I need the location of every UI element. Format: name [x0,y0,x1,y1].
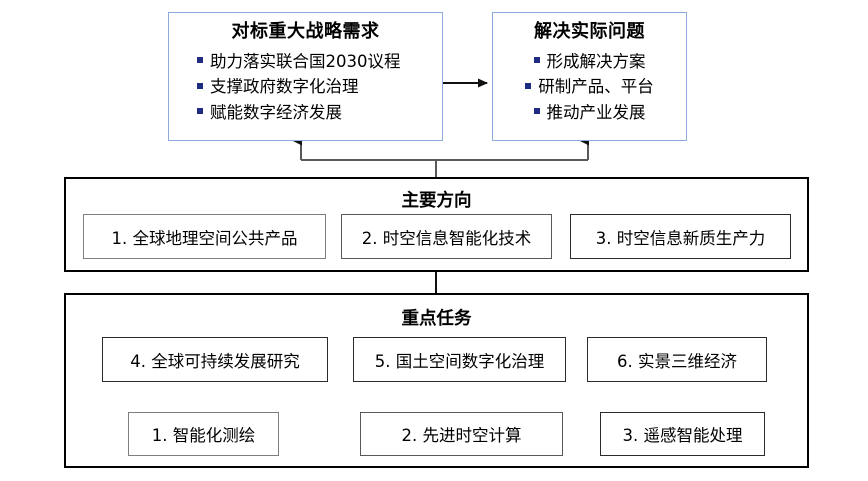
direction-item-3-label: 3. 时空信息新质生产力 [595,228,766,248]
bullet-square-icon [197,82,203,89]
list-item: 推动产业发展 [493,100,686,126]
list-item: 赋能数字经济发展 [183,100,442,126]
task-item-1-label: 1. 智能化测绘 [151,426,256,445]
bullet-square-icon [533,108,540,115]
panel-practical-problems: 解决实际问题 形成解决方案 研制产品、平台 推动产业发展 [492,12,687,141]
task-item-5[interactable]: 5. 国土空间数字化治理 [353,337,566,382]
task-item-4[interactable]: 4. 全球可持续发展研究 [102,337,328,382]
task-item-6-label: 6. 实景三维经济 [617,351,737,371]
direction-item-1-label: 1. 全球地理空间公共产品 [111,228,298,248]
panel-strategic-needs: 对标重大战略需求 助力落实联合国2030议程 支撑政府数字化治理 赋能数字经济发… [168,12,443,141]
task-item-1[interactable]: 1. 智能化测绘 [128,412,279,456]
direction-item-3[interactable]: 3. 时空信息新质生产力 [570,214,791,259]
group-main-directions-title: 主要方向 [401,191,472,211]
panel-strategic-needs-title: 对标重大战略需求 [231,21,380,42]
connector-directions-to-panels [293,136,589,178]
panel-strategic-needs-list: 助力落实联合国2030议程 支撑政府数字化治理 赋能数字经济发展 [183,49,442,126]
task-item-5-label: 5. 国土空间数字化治理 [374,351,545,371]
task-item-4-label: 4. 全球可持续发展研究 [130,351,300,371]
bullet-square-icon [525,82,532,89]
group-key-tasks-title: 重点任务 [401,309,472,329]
task-item-3[interactable]: 3. 遥感智能处理 [600,412,765,456]
direction-item-1[interactable]: 1. 全球地理空间公共产品 [83,214,326,259]
panel-practical-problems-list: 形成解决方案 研制产品、平台 推动产业发展 [493,49,686,126]
task-item-6[interactable]: 6. 实景三维经济 [587,337,767,382]
panel-practical-problems-title: 解决实际问题 [534,21,645,42]
list-item: 助力落实联合国2030议程 [183,49,442,75]
task-item-2-label: 2. 先进时空计算 [401,426,522,445]
direction-item-2-label: 2. 时空信息智能化技术 [361,228,532,248]
list-item: 研制产品、平台 [493,74,686,100]
list-item: 支撑政府数字化治理 [183,74,442,100]
task-item-3-label: 3. 遥感智能处理 [622,426,743,445]
bullet-square-icon [533,57,540,64]
direction-item-2[interactable]: 2. 时空信息智能化技术 [341,214,552,259]
task-item-2[interactable]: 2. 先进时空计算 [360,412,563,456]
bullet-square-icon [197,108,203,115]
list-item: 形成解决方案 [493,49,686,75]
bullet-square-icon [197,57,203,64]
